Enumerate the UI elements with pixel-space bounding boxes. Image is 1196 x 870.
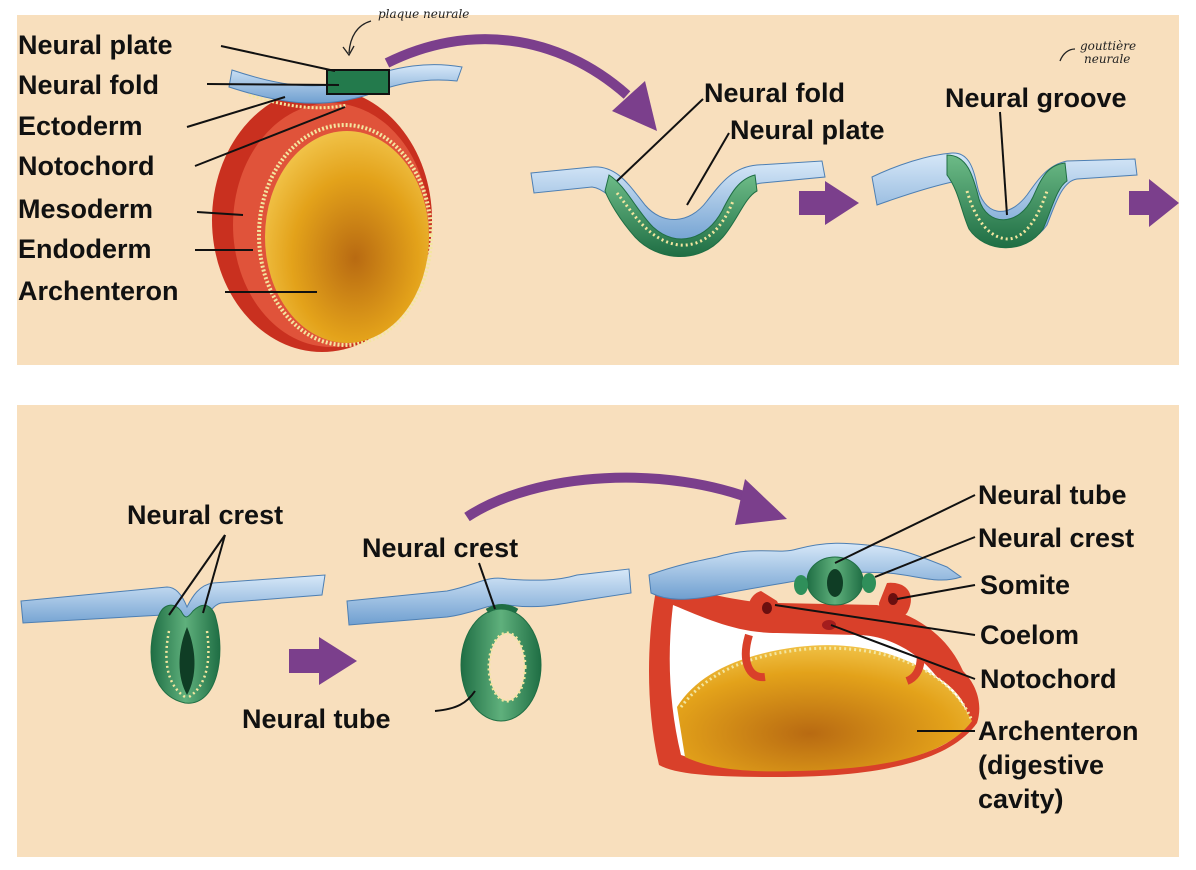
annotation-arrow	[348, 20, 372, 54]
stage6-notochord	[822, 620, 836, 630]
label-stage6-coelom: Coelom	[980, 620, 1080, 650]
label-stage4-neural-crest: Neural crest	[127, 500, 284, 530]
stage6-neural-crest-left	[794, 575, 808, 595]
label-stage6-somite: Somite	[980, 570, 1071, 600]
stage2-neural-plate	[530, 160, 826, 257]
stage3-neural-groove	[871, 152, 1138, 249]
stage6-neural-tube	[806, 556, 864, 606]
leader-line-groove	[999, 111, 1008, 216]
arrow-right-icon-2	[1129, 179, 1179, 227]
leader-lines-stage2	[616, 98, 730, 206]
label-stage5-neural-crest: Neural crest	[362, 533, 519, 563]
leader-lines-stage4	[168, 534, 226, 616]
annotation-gouttiere: gouttière	[1080, 39, 1137, 53]
leader-lines-gastrula	[186, 45, 346, 293]
stage6-embryo-section	[648, 542, 980, 777]
leader-lines-stage6	[774, 494, 976, 732]
curved-arrow-icon-bottom	[464, 472, 787, 525]
arrow-right-icon	[799, 181, 859, 225]
label-archenteron: Archenteron	[18, 276, 179, 306]
curved-arrow-icon	[384, 34, 657, 131]
stage4-closing-tube	[20, 574, 326, 704]
neural-plate-region	[326, 69, 390, 95]
stage6-neural-crest-right	[862, 573, 876, 593]
label-neural-plate: Neural plate	[18, 30, 173, 60]
label-stage5-neural-tube: Neural tube	[242, 704, 391, 734]
stage5-neural-tube	[346, 568, 632, 722]
label-stage2-neural-plate: Neural plate	[730, 115, 885, 145]
annotation-tick	[1059, 48, 1076, 62]
label-ectoderm: Ectoderm	[18, 111, 143, 141]
label-mesoderm: Mesoderm	[18, 194, 154, 224]
label-stage6-archenteron: Archenteron	[978, 716, 1139, 746]
label-neural-fold: Neural fold	[18, 70, 160, 100]
bottom-panel	[17, 405, 1179, 857]
label-stage6-neural-crest: Neural crest	[978, 523, 1135, 553]
label-stage6-digestive: (digestive	[978, 750, 1105, 780]
top-panel	[17, 15, 1179, 365]
leader-lines-stage5	[434, 562, 496, 712]
neurulation-late-stages-art	[20, 472, 980, 777]
label-stage3-neural-groove: Neural groove	[945, 83, 1127, 113]
gastrula-embryo	[212, 64, 463, 352]
arrow-right-icon-3	[289, 637, 357, 685]
neurulation-early-stages-art	[186, 20, 1179, 352]
annotation-neurale: neurale	[1084, 52, 1131, 66]
label-stage6-cavity: cavity)	[978, 784, 1064, 814]
label-endoderm: Endoderm	[18, 234, 152, 264]
label-notochord: Notochord	[18, 151, 155, 181]
label-stage6-neural-tube: Neural tube	[978, 480, 1127, 510]
label-stage6-notochord: Notochord	[980, 664, 1117, 694]
label-stage2-neural-fold: Neural fold	[704, 78, 846, 108]
annotation-plaque-neurale: plaque neurale	[378, 7, 470, 21]
